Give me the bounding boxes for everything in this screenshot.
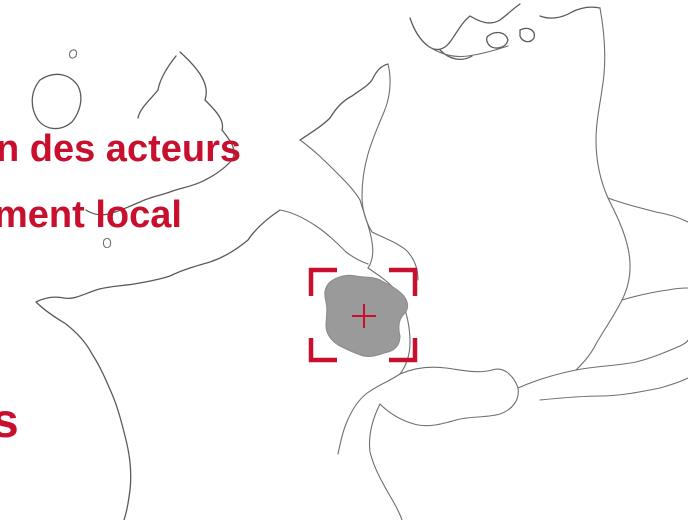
britain-coastline <box>85 51 235 216</box>
switzerland-outline <box>379 366 519 427</box>
title-line-1: n des acteurs <box>0 128 241 170</box>
frame-corner-bottom-right <box>389 338 418 363</box>
ireland-coastline <box>31 73 82 130</box>
baltic-coast <box>539 6 601 19</box>
austria-outline <box>517 339 688 401</box>
germany-luxembourg-border <box>359 199 374 269</box>
small-island <box>69 49 78 59</box>
denmark-coastline <box>409 3 521 61</box>
frame-corner-top-left <box>308 267 337 296</box>
region-focus-frame <box>308 267 418 363</box>
danish-islands <box>486 27 535 49</box>
netherlands-germany-border <box>361 63 391 233</box>
france-belgium-border <box>279 209 369 265</box>
france-switzerland-border <box>337 373 401 455</box>
frame-corner-bottom-left <box>308 338 337 363</box>
crosshair-icon <box>352 304 376 328</box>
frame-corner-top-right <box>389 267 418 296</box>
germany-east-border <box>575 7 631 371</box>
italy-north-border <box>368 403 403 520</box>
title-line-2: ment local <box>0 194 182 236</box>
lowlands-coastline <box>299 63 389 141</box>
rhine-river-line <box>371 231 419 281</box>
poland-czech-border <box>607 197 688 301</box>
small-island-2 <box>102 237 112 249</box>
belgium-netherlands-border <box>299 139 361 201</box>
germany-denmark-border <box>427 45 509 58</box>
title-line-3: s <box>0 395 19 448</box>
france-coastline <box>35 209 281 520</box>
